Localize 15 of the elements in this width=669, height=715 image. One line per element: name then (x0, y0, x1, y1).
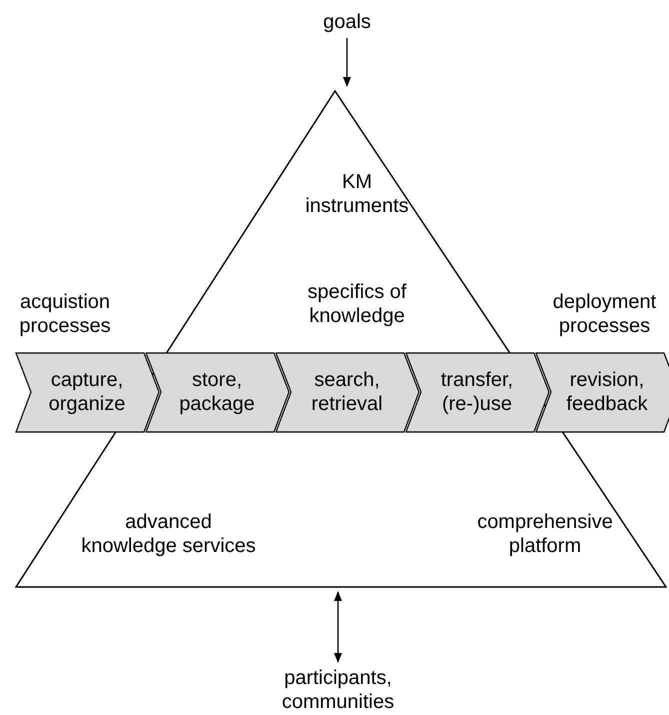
goal-label: goals (290, 10, 404, 34)
step-text: search, retrieval (310, 368, 384, 416)
step-text: store, package (178, 368, 256, 416)
participant-label: participants, communities (258, 666, 418, 714)
arrow (334, 591, 342, 663)
arrow (343, 38, 351, 87)
triangle-text: specifics of knowledge (306, 280, 408, 328)
step-text: capture, organize (48, 368, 126, 416)
step-text: revision, feedback (565, 368, 649, 416)
process-label: acquistion processes (18, 290, 112, 338)
triangle-text: advanced knowledge services (80, 510, 257, 558)
triangle-text: comprehensive platform (476, 510, 614, 558)
process-label: deployment processes (552, 290, 658, 338)
step-text: transfer, (re-)use (440, 368, 514, 416)
triangle-text: KM instruments (304, 170, 410, 218)
